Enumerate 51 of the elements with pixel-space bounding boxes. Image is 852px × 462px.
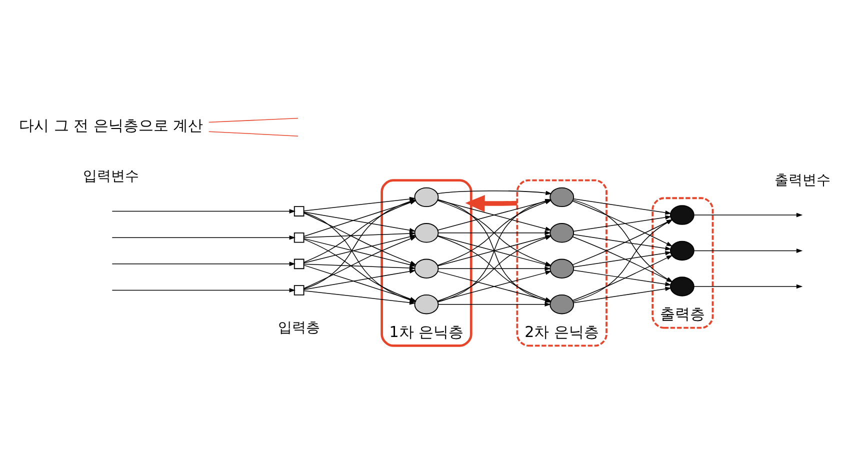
arrow bbox=[112, 288, 296, 292]
arrow bbox=[304, 263, 416, 270]
arrow bbox=[304, 268, 416, 290]
label: 입력변수 bbox=[83, 168, 140, 184]
arrow bbox=[112, 261, 296, 266]
arrow bbox=[572, 218, 673, 265]
arrow bbox=[112, 234, 296, 240]
node-box bbox=[294, 232, 304, 242]
arrow bbox=[573, 250, 672, 267]
label: 출력변수 bbox=[774, 172, 830, 188]
arrow bbox=[112, 208, 296, 213]
node-box bbox=[294, 258, 304, 269]
node-circle bbox=[414, 186, 439, 207]
arrow bbox=[438, 230, 551, 235]
arrow bbox=[573, 214, 672, 232]
arrow bbox=[572, 218, 673, 302]
arrow bbox=[304, 211, 416, 232]
node-circle bbox=[414, 222, 439, 242]
label: 입력층 bbox=[278, 320, 320, 336]
arrow bbox=[438, 302, 551, 306]
connector bbox=[208, 130, 298, 136]
node-circle bbox=[550, 258, 574, 278]
node-box bbox=[294, 206, 304, 216]
node-circle bbox=[550, 186, 574, 207]
arrow bbox=[572, 236, 673, 282]
node-circle bbox=[670, 276, 694, 296]
arrow bbox=[573, 234, 672, 250]
node-circle bbox=[550, 294, 574, 314]
arrow bbox=[572, 254, 673, 300]
arrow bbox=[438, 266, 551, 270]
node-circle bbox=[670, 204, 694, 224]
arrow bbox=[694, 212, 803, 217]
node-circle bbox=[414, 294, 439, 314]
connector bbox=[208, 117, 298, 122]
arrow bbox=[694, 284, 803, 288]
node-box bbox=[294, 284, 304, 295]
arrow bbox=[694, 248, 803, 252]
arrow bbox=[437, 190, 552, 195]
arrow bbox=[572, 200, 673, 246]
arrow bbox=[573, 198, 672, 214]
arrow bbox=[572, 199, 673, 282]
cluster: 2차 은닉층 bbox=[516, 178, 608, 346]
cluster: 1차 은닉층 bbox=[380, 178, 472, 346]
node-circle bbox=[670, 240, 694, 260]
arrow bbox=[573, 286, 672, 303]
arrow bbox=[465, 194, 518, 212]
node-circle bbox=[414, 258, 439, 278]
node-text: 다시 그 전 은닉층으로 계산 bbox=[19, 116, 204, 134]
arrow bbox=[573, 269, 672, 286]
cluster: 출력층 bbox=[652, 196, 714, 328]
node-circle bbox=[550, 222, 574, 242]
